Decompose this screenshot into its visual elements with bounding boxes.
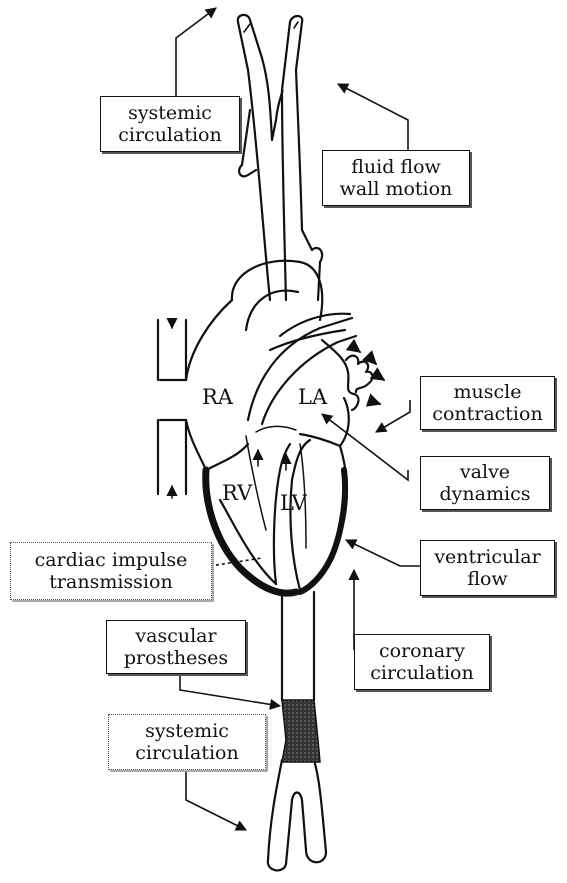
pressure-marks	[345, 338, 386, 407]
label-muscle-contraction: muscle contraction	[420, 376, 555, 430]
chamber-la: LA	[298, 385, 328, 409]
label-systemic-circulation-bottom: systemic circulation	[108, 714, 266, 770]
descending-aorta	[266, 590, 328, 872]
myocardium-thick	[202, 466, 300, 597]
label-systemic-circulation-top: systemic circulation	[100, 96, 240, 152]
label-valve-dynamics: valve dynamics	[420, 456, 550, 510]
label-fluid-flow-wall-motion: fluid flow wall motion	[322, 150, 470, 206]
label-cardiac-impulse-transmission: cardiac impulse transmission	[10, 542, 212, 600]
label-coronary-circulation: coronary circulation	[354, 634, 490, 690]
aortic-branches	[236, 13, 324, 302]
chamber-lv: LV	[280, 491, 307, 515]
great-vessels	[230, 259, 358, 426]
chamber-ra: RA	[202, 385, 234, 409]
pulmonary-veins	[320, 338, 374, 412]
myocardium-thick-left	[297, 467, 349, 595]
flow-arrows	[252, 448, 292, 471]
valve-lines	[245, 425, 307, 549]
label-ventricular-flow: ventricular flow	[420, 540, 555, 596]
vena-cava	[156, 317, 188, 499]
vascular-graft	[281, 699, 321, 763]
chamber-rv: RV	[222, 481, 253, 505]
label-vascular-prostheses: vascular prostheses	[106, 620, 246, 674]
